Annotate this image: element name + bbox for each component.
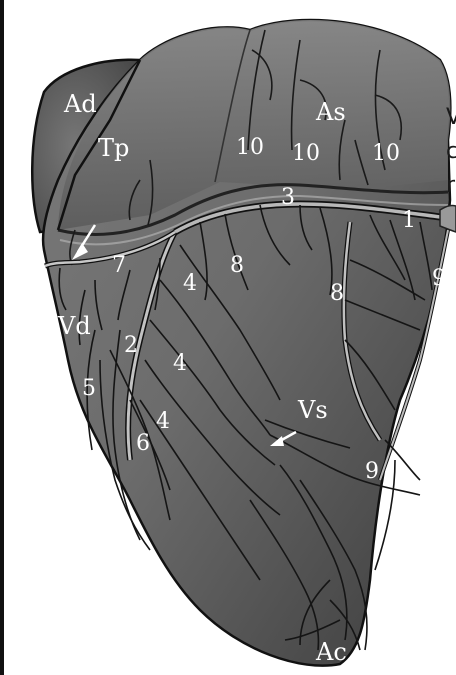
label-3: 3 (281, 185, 295, 210)
label-9a: 9 (432, 266, 446, 291)
label-10a: 10 (236, 135, 264, 160)
label-9b: 9 (365, 459, 379, 484)
edge-text-2: c (446, 139, 456, 164)
label-2: 2 (124, 333, 138, 358)
label-ac: Ac (315, 638, 347, 666)
edge-text-1: V (446, 105, 456, 130)
label-ad: Ad (63, 90, 97, 118)
label-1: 1 (402, 208, 416, 233)
label-8a: 8 (230, 253, 244, 278)
label-5: 5 (82, 376, 96, 401)
label-vd: Vd (57, 312, 91, 340)
label-10b: 10 (292, 141, 320, 166)
label-6: 6 (136, 431, 150, 456)
label-10c: 10 (372, 141, 400, 166)
label-4a: 4 (183, 271, 197, 296)
label-tp: Tp (98, 134, 129, 162)
label-as: As (315, 98, 346, 126)
label-vs: Vs (297, 396, 328, 424)
label-4b: 4 (173, 351, 187, 376)
label-4c: 4 (156, 409, 170, 434)
edge-text-3: r (446, 173, 456, 198)
label-7: 7 (112, 253, 126, 278)
label-8b: 8 (330, 281, 344, 306)
